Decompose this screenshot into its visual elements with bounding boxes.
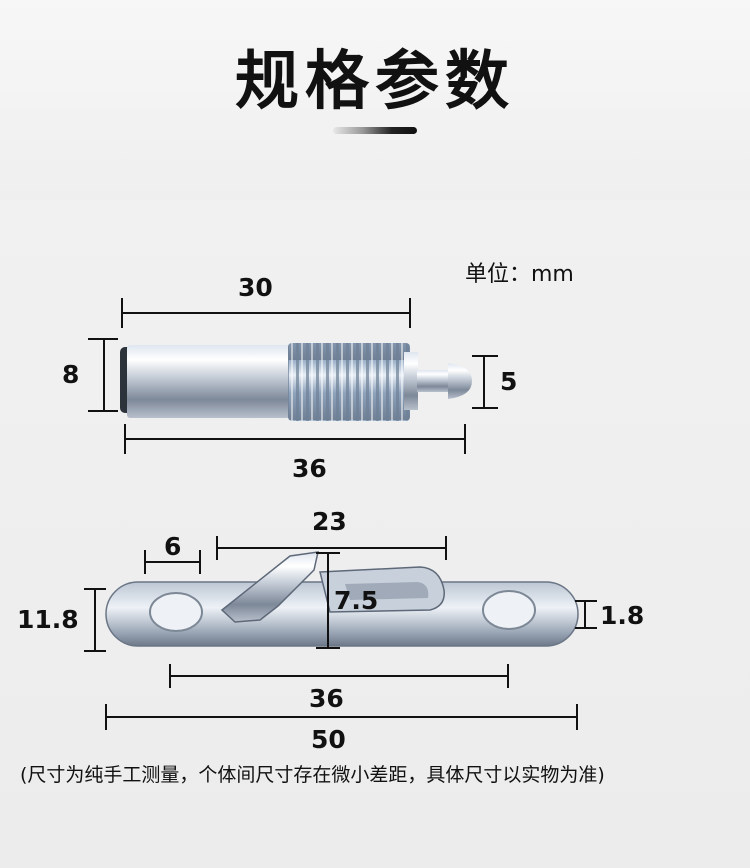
plate-hole-distance-label: 36 (309, 684, 344, 713)
header-band: 规格参数 (0, 0, 750, 200)
plate-dimension-lines (84, 536, 597, 730)
pin-dimension-lines (88, 298, 498, 454)
spring-pin (120, 343, 472, 421)
pin-body-length-label: 30 (238, 273, 273, 302)
plate-hole-offset-label: 6 (164, 532, 182, 561)
unit-label: 单位：mm (465, 262, 574, 287)
plate-thickness-label: 1.8 (600, 601, 645, 630)
pin-diameter-label: 8 (62, 360, 80, 389)
plate-hook-length-label: 23 (312, 507, 347, 536)
pin-total-length-label: 36 (292, 454, 327, 483)
plate-total-length-label: 50 (311, 725, 346, 754)
plate-hook-height-label: 7.5 (334, 586, 379, 615)
plate-height-label: 11.8 (17, 605, 79, 634)
title-underline (333, 127, 417, 134)
measurement-footnote: (尺寸为纯手工测量，个体间尺寸存在微小差距，具体尺寸以实物为准) (20, 764, 605, 786)
page-title: 规格参数 (235, 45, 515, 119)
spec-panel (0, 200, 750, 868)
pin-tip-diameter-label: 5 (500, 367, 518, 396)
hook-plate (105, 551, 579, 647)
